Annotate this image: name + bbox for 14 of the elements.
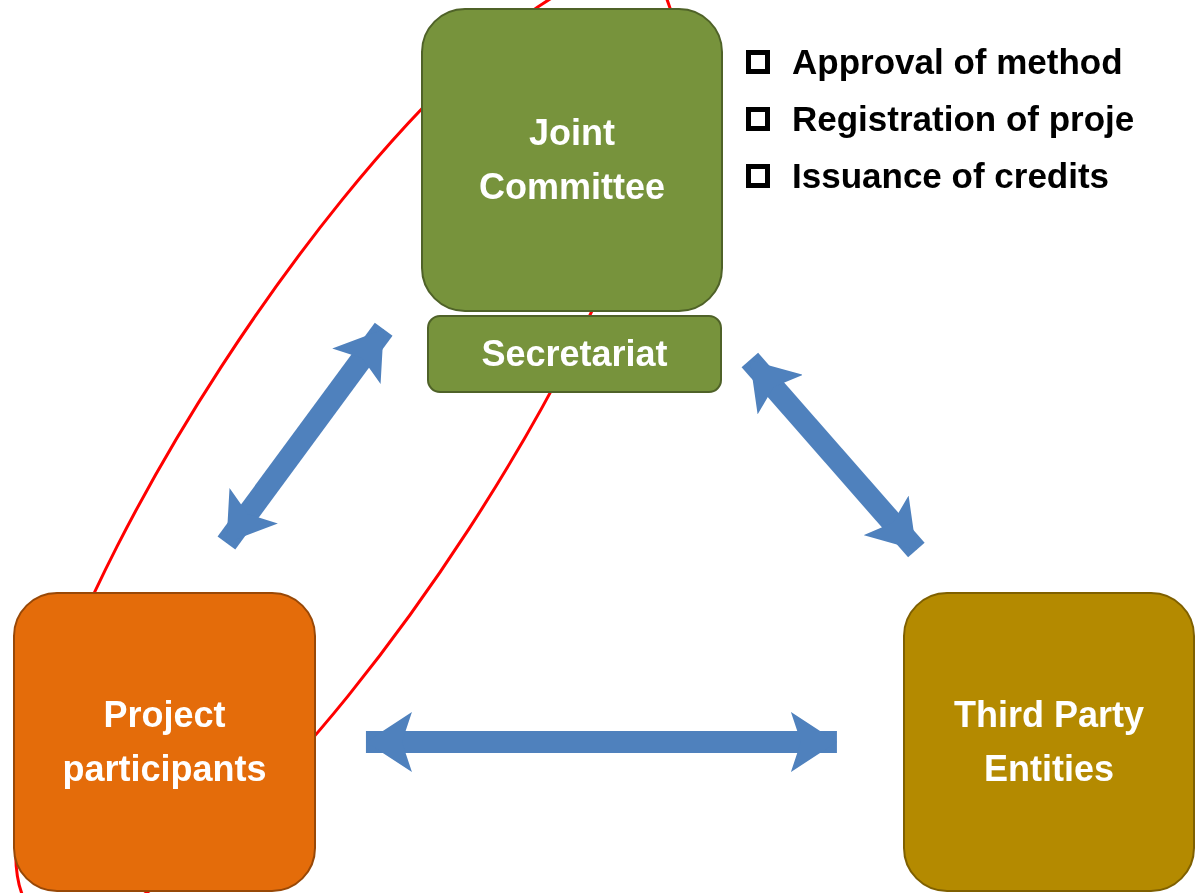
box-label: Joint Committee bbox=[478, 111, 666, 209]
list-item: Approval of method bbox=[792, 42, 1123, 82]
double-arrow bbox=[741, 352, 925, 558]
process-box bbox=[427, 315, 722, 393]
double-arrow bbox=[217, 322, 393, 550]
box-label: Project participants bbox=[61, 693, 268, 791]
process-box bbox=[421, 8, 723, 312]
list-item: Issuance of credits bbox=[792, 156, 1110, 196]
box-label: Secretariat bbox=[480, 332, 669, 376]
list-item: Registration of proje bbox=[792, 99, 1135, 139]
double-arrow bbox=[365, 712, 837, 772]
process-box bbox=[13, 592, 316, 892]
process-box bbox=[903, 592, 1195, 892]
box-label: Third Party Entities bbox=[952, 693, 1145, 791]
